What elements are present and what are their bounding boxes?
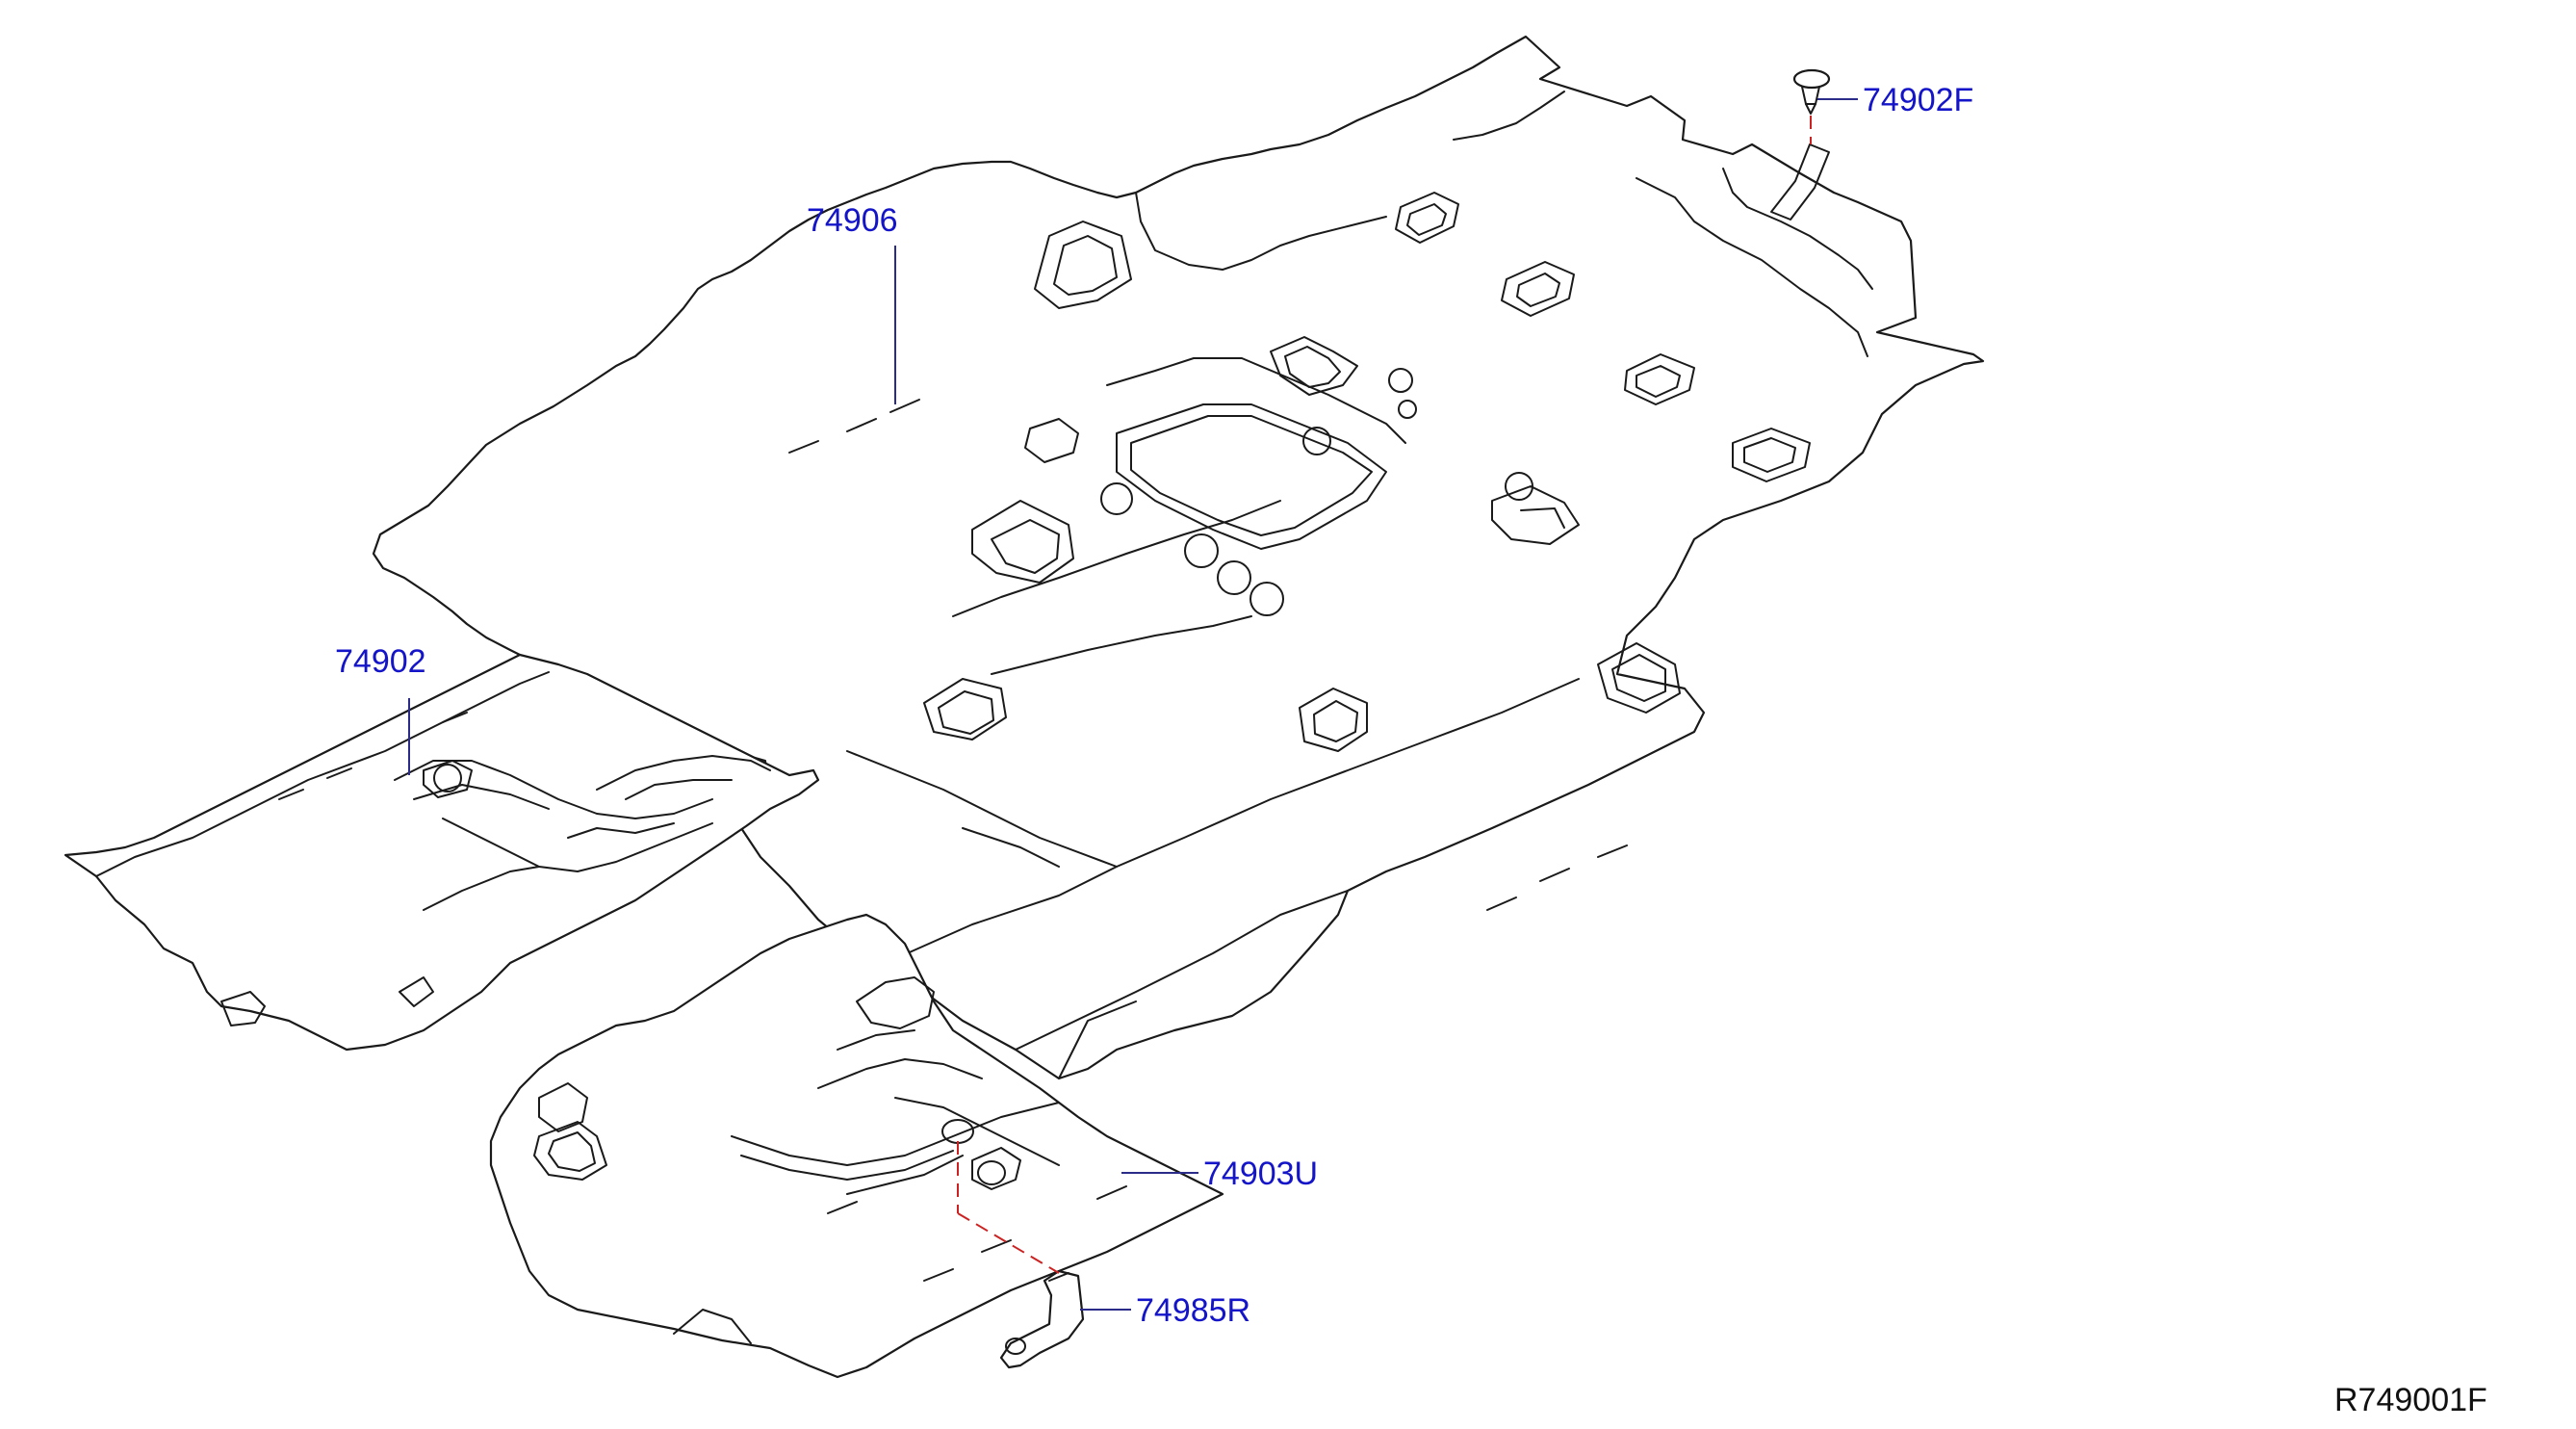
carpet-clip-rear[interactable]: [1770, 68, 1831, 221]
callout-74903U[interactable]: 74903U: [1203, 1156, 1318, 1192]
diagram-reference-code: R749001F: [2334, 1382, 2487, 1418]
callout-74985R[interactable]: 74985R: [1136, 1292, 1250, 1329]
callout-74902F[interactable]: 74902F: [1863, 82, 1973, 118]
leader-lines: [408, 98, 1858, 1311]
second-row-carpet[interactable]: [64, 653, 820, 1052]
foot-rest[interactable]: [999, 1269, 1085, 1369]
callout-74906[interactable]: 74906: [807, 202, 898, 239]
callout-74902[interactable]: 74902: [335, 643, 426, 680]
rear-floor-carpet[interactable]: [372, 35, 1985, 1080]
